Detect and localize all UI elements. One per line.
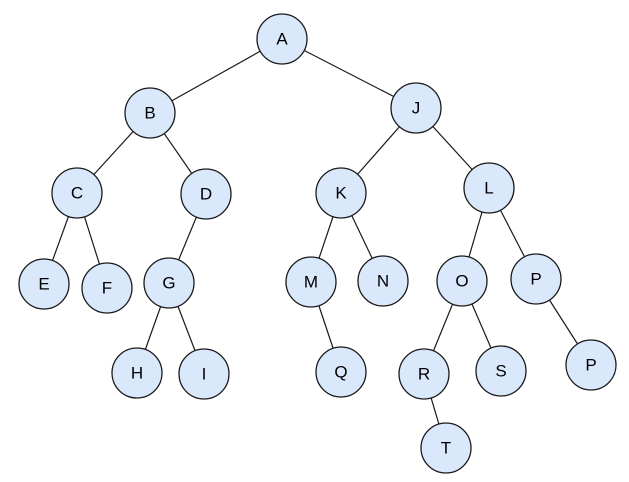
node-circle-P[interactable] — [510, 253, 562, 305]
node-label-H: H — [131, 364, 143, 383]
tree-node-L[interactable]: L — [463, 162, 515, 214]
node-circle-I[interactable] — [178, 348, 230, 400]
tree-node-O[interactable]: O — [436, 255, 488, 307]
node-label-I: I — [202, 365, 207, 384]
node-label-O: O — [455, 272, 468, 291]
node-circle-J[interactable] — [390, 82, 442, 134]
node-circle-C[interactable] — [51, 167, 103, 219]
node-label-R: R — [418, 365, 430, 384]
tree-node-D[interactable]: D — [180, 168, 232, 220]
node-label-K: K — [335, 184, 347, 203]
node-circle-E[interactable] — [18, 258, 70, 310]
node-label-A: A — [276, 30, 288, 49]
node-circle-A[interactable] — [256, 13, 308, 65]
tree-node-R[interactable]: R — [398, 348, 450, 400]
node-label-C: C — [71, 184, 83, 203]
tree-node-J[interactable]: J — [390, 82, 442, 134]
tree-node-S[interactable]: S — [475, 345, 527, 397]
node-label-F: F — [102, 279, 112, 298]
node-label-J: J — [412, 99, 421, 118]
node-label-M: M — [304, 273, 318, 292]
tree-node-A[interactable]: A — [256, 13, 308, 65]
tree-node-Q[interactable]: Q — [315, 346, 367, 398]
node-label-Q: Q — [334, 363, 347, 382]
node-label-L: L — [484, 179, 493, 198]
tree-node-C[interactable]: C — [51, 167, 103, 219]
node-circle-R[interactable] — [398, 348, 450, 400]
tree-node-F[interactable]: F — [81, 262, 133, 314]
node-label-G: G — [162, 274, 175, 293]
node-label-N: N — [377, 272, 389, 291]
node-circle-Q[interactable] — [315, 346, 367, 398]
node-label-P: P — [530, 270, 541, 289]
tree-node-T[interactable]: T — [420, 422, 472, 474]
node-circle-L[interactable] — [463, 162, 515, 214]
tree-node-P2[interactable]: P — [565, 339, 617, 391]
tree-node-K[interactable]: K — [315, 167, 367, 219]
tree-node-E[interactable]: E — [18, 258, 70, 310]
tree-node-H[interactable]: H — [111, 347, 163, 399]
tree-node-I[interactable]: I — [178, 348, 230, 400]
tree-node-N[interactable]: N — [357, 255, 409, 307]
node-circle-S[interactable] — [475, 345, 527, 397]
node-label-S: S — [495, 362, 506, 381]
node-circle-G[interactable] — [143, 257, 195, 309]
node-circle-T[interactable] — [420, 422, 472, 474]
node-circle-M[interactable] — [285, 256, 337, 308]
node-circle-B[interactable] — [124, 87, 176, 139]
node-circle-D[interactable] — [180, 168, 232, 220]
node-circle-N[interactable] — [357, 255, 409, 307]
node-label-D: D — [200, 185, 212, 204]
node-circle-F[interactable] — [81, 262, 133, 314]
tree-node-G[interactable]: G — [143, 257, 195, 309]
tree-node-P[interactable]: P — [510, 253, 562, 305]
node-circle-P2[interactable] — [565, 339, 617, 391]
node-circle-O[interactable] — [436, 255, 488, 307]
tree-node-M[interactable]: M — [285, 256, 337, 308]
node-label-E: E — [38, 275, 49, 294]
node-label-P2: P — [585, 356, 596, 375]
node-circle-H[interactable] — [111, 347, 163, 399]
node-label-B: B — [144, 104, 155, 123]
node-circle-K[interactable] — [315, 167, 367, 219]
node-label-T: T — [441, 439, 451, 458]
tree-node-B[interactable]: B — [124, 87, 176, 139]
